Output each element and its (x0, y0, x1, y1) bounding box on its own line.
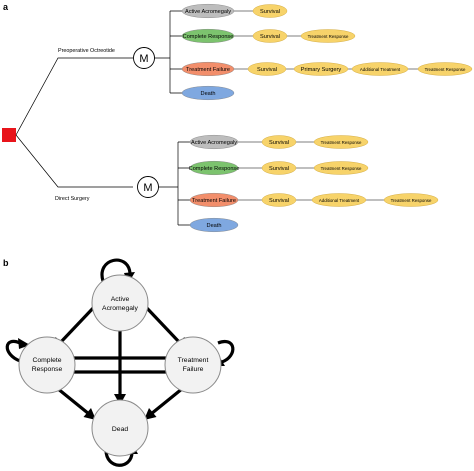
outcome-bottom-active-survival (261, 135, 297, 149)
state-complete-label-2: Response (32, 366, 63, 373)
arrowhead-failure-to-dead (144, 408, 157, 420)
panel-label-a: a (3, 2, 9, 12)
state-complete-label-1: Complete (32, 357, 61, 364)
outcome-bottom-active-response-label: Treatment Response (321, 140, 362, 145)
markov-fan-bottom (158, 141, 190, 226)
outcome-top-failure-additional (351, 62, 409, 76)
outcome-top-failure-response-label: Treatment Response (425, 67, 466, 72)
state-top-death-label: Death (201, 91, 216, 97)
arrow-active-to-failure (142, 303, 182, 345)
outcome-top-active-survival (252, 4, 288, 18)
outcome-bottom-complete-survival (261, 161, 297, 175)
outcome-top-failure-survival (247, 62, 287, 76)
arrow-active-to-complete (58, 303, 98, 345)
loop-active (100, 258, 132, 282)
loop-complete (5, 339, 21, 363)
outcome-bottom-complete-response-label: Treatment Response (321, 166, 362, 171)
state-bottom-active-label: Active Acromegaly (191, 140, 237, 146)
branch-label-bottom: Direct Surgery (55, 196, 90, 202)
outcome-bottom-active-response (313, 135, 369, 149)
markov-fan-top (154, 10, 182, 94)
state-active-circle (91, 274, 149, 332)
outcome-bottom-failure-response (383, 193, 439, 207)
branch-line-bottom (15, 134, 133, 188)
outcome-top-active-survival-label: Survival (260, 9, 280, 15)
loop-complete-head (18, 338, 30, 349)
loop-dead (104, 449, 134, 467)
state-top-death (181, 85, 235, 100)
markov-node-bottom-label: M (143, 182, 152, 194)
outcome-top-failure-surgery (293, 62, 349, 76)
outcome-top-failure-additional-label: Additional Treatment (360, 67, 401, 72)
state-failure-circle (164, 336, 222, 394)
state-failure-label-1: Treatment (178, 357, 209, 364)
outcome-top-failure-response (417, 62, 473, 76)
outcome-bottom-complete-survival-label: Survival (269, 166, 289, 172)
outcome-top-failure-survival-label: Survival (257, 67, 277, 73)
state-active-label-1: Active (111, 296, 130, 303)
branch-line-top (15, 57, 133, 136)
state-failure-label-2: Failure (183, 366, 204, 373)
branch-label-top: Preoperative Octreotide (58, 48, 115, 54)
outcome-top-complete-survival (252, 29, 288, 43)
root-decision-node (2, 128, 16, 142)
state-active-label-2: Acromegaly (102, 305, 138, 312)
state-top-complete-label: Complete Response (183, 34, 234, 40)
panel-label-b: b (3, 258, 9, 268)
state-bottom-death-label: Death (207, 223, 222, 229)
state-dead-label: Dead (112, 426, 128, 433)
outcome-top-complete-survival-label: Survival (260, 34, 280, 40)
outcome-bottom-failure-additional-label: Additional Treatment (319, 198, 360, 203)
arrowhead-complete-to-dead (83, 408, 96, 420)
outcome-bottom-failure-survival (261, 193, 297, 207)
outcome-bottom-complete-response (313, 161, 369, 175)
outcome-top-complete-response (300, 29, 356, 43)
outcome-bottom-failure-additional (311, 193, 367, 207)
outcome-bottom-active-survival-label: Survival (269, 140, 289, 146)
state-bottom-complete-label: Complete Response (189, 166, 240, 172)
outcome-top-complete-response-label: Treatment Response (308, 34, 349, 39)
markov-node-top-label: M (139, 53, 148, 65)
outcome-bottom-failure-response-label: Treatment Response (391, 198, 432, 203)
state-bottom-death (189, 217, 239, 232)
outcome-top-failure-surgery-label: Primary Surgery (301, 67, 342, 73)
state-top-failure-label: Treatment Failure (186, 67, 230, 73)
state-bottom-failure-label: Treatment Failure (192, 198, 236, 204)
loop-failure (217, 339, 235, 364)
state-complete-circle (18, 336, 76, 394)
state-top-active-label: Active Acromegaly (185, 9, 231, 15)
state-dead-circle (91, 399, 149, 457)
outcome-bottom-failure-survival-label: Survival (269, 198, 289, 204)
